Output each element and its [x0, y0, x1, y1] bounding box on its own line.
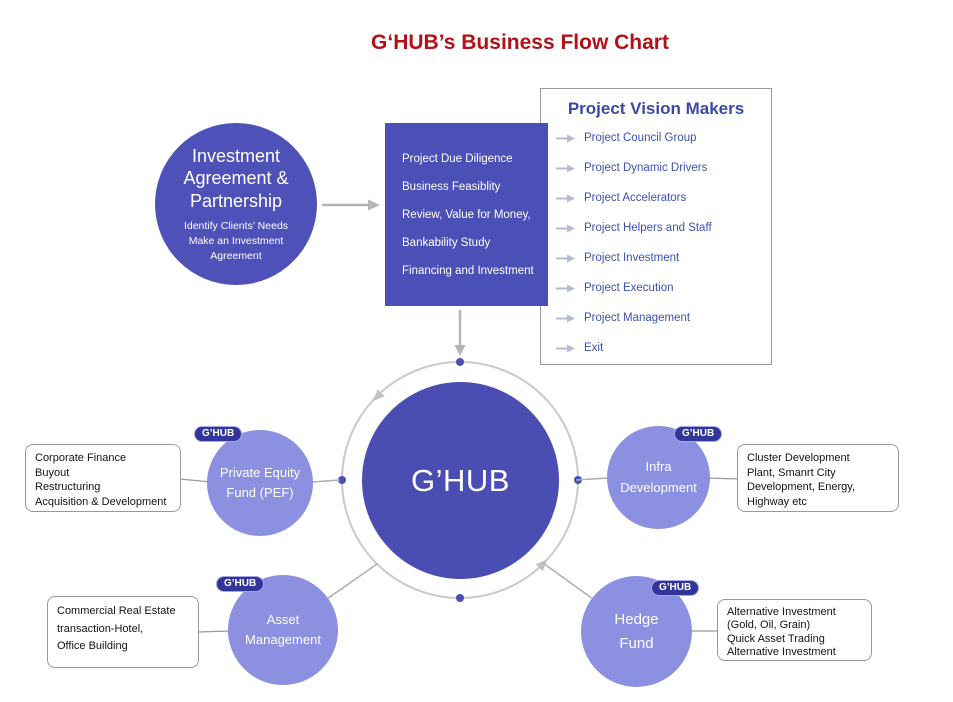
list-arrow-icon [556, 134, 575, 142]
callout-line: Corporate Finance [35, 452, 127, 464]
vision-item-label: Project Accelerators [584, 192, 687, 204]
process-line: Business Feasiblity [402, 180, 501, 193]
investment-heading-line: Investment [191, 145, 281, 166]
hedge-fund-callout: Alternative Investment (Gold, Oil, Grain… [717, 599, 872, 661]
callout-line: Commercial Real Estate [57, 605, 176, 617]
ghub-badge: G’HUB [651, 580, 700, 596]
vision-item: Project Execution [541, 273, 771, 303]
callout-line: Office Building [57, 640, 128, 653]
vision-item: Exit [541, 333, 771, 363]
vision-item-label: Project Council Group [584, 132, 697, 144]
infra-development-callout: Cluster Development Plant, Smanrt City D… [737, 444, 899, 512]
callout-line: Alternative Investment [727, 606, 836, 618]
vision-item: Project Investment [541, 243, 771, 273]
callout-line: transaction-Hotel, [57, 622, 144, 635]
process-line: Review, Value for Money, [402, 208, 531, 221]
asset-management-callout: Commercial Real Estate transaction-Hotel… [47, 596, 199, 668]
vision-panel-title: Project Vision Makers [567, 99, 745, 118]
vision-item-label: Project Management [584, 312, 691, 324]
callout-line: (Gold, Oil, Grain) [727, 619, 811, 632]
list-arrow-icon [556, 194, 575, 202]
vision-item-label: Project Dynamic Drivers [584, 162, 708, 174]
callout-line: Plant, Smanrt City [747, 466, 836, 479]
vision-list: Project Council Group Project Dynamic Dr… [541, 123, 771, 363]
callout-line: Restructuring [35, 481, 101, 494]
ring-dot [456, 594, 464, 602]
satellite-label-line: Infra [645, 459, 672, 475]
satellite-label-line: Development [620, 479, 697, 495]
vision-item: Project Council Group [541, 123, 771, 153]
ring-dot [574, 476, 582, 484]
callout-line: Acquisition & Development [35, 495, 167, 508]
satellite-label-line: Fund [619, 634, 654, 652]
hedge-fund-circle: Hedge Fund [581, 576, 692, 687]
investment-subtext: Identify Clients’ Needs Make an Investme… [184, 219, 288, 263]
investment-heading-line: Partnership [189, 190, 283, 211]
vision-item-label: Project Execution [584, 282, 674, 294]
list-arrow-icon [556, 164, 575, 172]
satellite-label-line: Private Equity [219, 464, 301, 480]
callout-line: Highway etc [747, 495, 807, 508]
ring-arrowhead-icon [372, 389, 385, 402]
satellite-label-line: Management [245, 632, 321, 647]
vision-item-label: Project Helpers and Staff [584, 222, 712, 234]
ghub-hub-circle: G’HUB [362, 382, 559, 579]
project-vision-makers-panel: Project Vision Makers Project Council Gr… [540, 88, 772, 365]
list-arrow-icon [556, 224, 575, 232]
ring-dot [338, 476, 346, 484]
ghub-badge: G’HUB [216, 576, 265, 592]
vision-item: Project Accelerators [541, 183, 771, 213]
investment-heading: Investment Agreement & Partnership [183, 145, 288, 213]
investment-sub-line: Agreement [210, 249, 262, 262]
callout-line: Cluster Development [747, 452, 850, 464]
ring-arrowhead-icon [535, 559, 548, 572]
investment-heading-line: Agreement & [183, 168, 289, 189]
arrow-right-icon [322, 199, 380, 211]
process-line: Project Due Diligence [402, 152, 513, 165]
infra-development-circle: Infra Development [607, 426, 710, 529]
process-line: Financing and Investment [402, 264, 534, 277]
hub-label: G’HUB [411, 462, 510, 498]
vision-item-label: Exit [584, 342, 604, 354]
pef-callout: Corporate Finance Buyout Restructuring A… [25, 444, 181, 512]
callout-line: Quick Asset Trading [727, 632, 825, 645]
ghub-badge: G’HUB [674, 426, 723, 442]
callout-line: Buyout [35, 466, 70, 479]
investment-sub-line: Make an Investment [188, 234, 284, 247]
private-equity-fund-circle: Private Equity Fund (PEF) [207, 430, 313, 536]
satellite-label-line: Fund (PEF) [226, 485, 294, 500]
vision-item-label: Project Investment [584, 252, 680, 264]
satellite-label-line: Hedge [614, 611, 659, 629]
page-title: G‘HUB’s Business Flow Chart [371, 31, 669, 54]
callout-line: Development, Energy, [747, 481, 856, 494]
list-arrow-icon [556, 254, 575, 262]
ghub-badge: G’HUB [194, 426, 243, 442]
ring-dot [456, 358, 464, 366]
investment-agreement-circle: Investment Agreement & Partnership Ident… [155, 123, 317, 285]
vision-item: Project Dynamic Drivers [541, 153, 771, 183]
list-arrow-icon [556, 344, 575, 352]
satellite-label-line: Asset [266, 611, 300, 627]
arrow-down-icon [454, 310, 466, 356]
list-arrow-icon [556, 314, 575, 322]
asset-management-circle: Asset Management [228, 575, 338, 685]
due-diligence-box: Project Due Diligence Business Feasiblit… [385, 123, 548, 306]
process-line: Bankability Study [402, 236, 491, 249]
vision-item: Project Management [541, 303, 771, 333]
list-arrow-icon [556, 284, 575, 292]
callout-line: Alternative Investment [727, 646, 836, 659]
investment-sub-line: Identify Clients’ Needs [183, 220, 289, 233]
vision-item: Project Helpers and Staff [541, 213, 771, 243]
